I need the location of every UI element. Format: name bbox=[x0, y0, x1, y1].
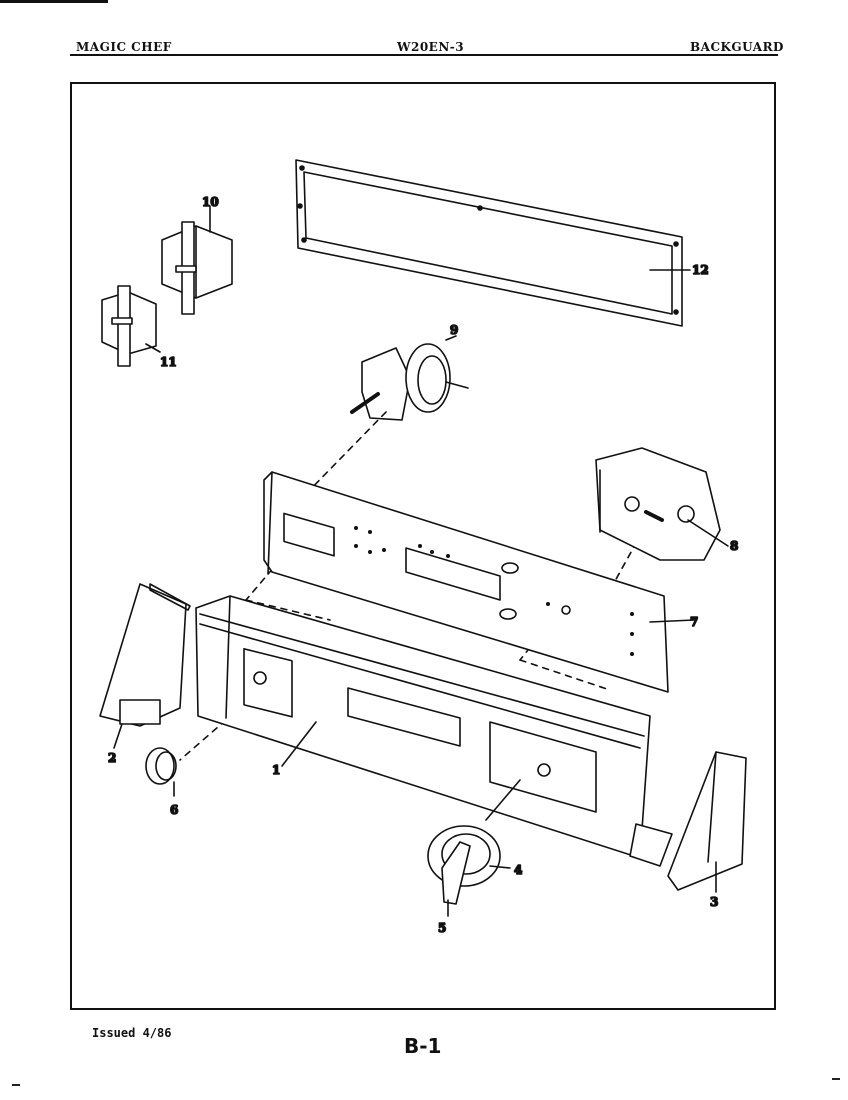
part-4-dial-part-5-knob bbox=[427, 779, 521, 917]
page-number: B-1 bbox=[404, 1034, 442, 1058]
header-rule bbox=[70, 54, 778, 56]
corner-scan-mark bbox=[0, 0, 108, 3]
callout-8: 8 bbox=[730, 539, 738, 553]
diagram-frame bbox=[70, 82, 776, 1010]
part-9-pressure-switch bbox=[350, 335, 469, 421]
callout-6: 6 bbox=[170, 803, 178, 817]
part-1-backguard bbox=[195, 595, 673, 867]
callout-5: 5 bbox=[438, 921, 446, 935]
issued-date: Issued 4/86 bbox=[92, 1026, 172, 1040]
scan-mark-bottom-right bbox=[832, 1078, 840, 1080]
callout-11: 11 bbox=[160, 355, 177, 369]
part-10-switch bbox=[161, 205, 233, 315]
header-model: W20EN-3 bbox=[397, 40, 465, 54]
callout-2: 2 bbox=[108, 751, 116, 765]
scan-mark-bottom-left bbox=[12, 1084, 20, 1086]
part-8-timer bbox=[595, 447, 729, 561]
callout-1: 1 bbox=[272, 763, 280, 777]
part-6-knob bbox=[145, 747, 177, 797]
callout-10: 10 bbox=[202, 195, 219, 209]
part-12-gasket bbox=[295, 159, 691, 327]
header-brand: MAGIC CHEF bbox=[76, 40, 172, 54]
callout-7: 7 bbox=[690, 615, 698, 629]
callout-12: 12 bbox=[692, 263, 709, 277]
callout-4: 4 bbox=[514, 863, 522, 877]
part-7-control-panel bbox=[263, 471, 695, 693]
part-2-end-cap bbox=[99, 583, 191, 749]
part-11-switch bbox=[101, 285, 161, 367]
callout-9: 9 bbox=[450, 323, 458, 337]
part-3-end-cap bbox=[667, 751, 747, 893]
callout-3: 3 bbox=[710, 895, 718, 909]
header-section: BACKGUARD bbox=[690, 40, 784, 54]
